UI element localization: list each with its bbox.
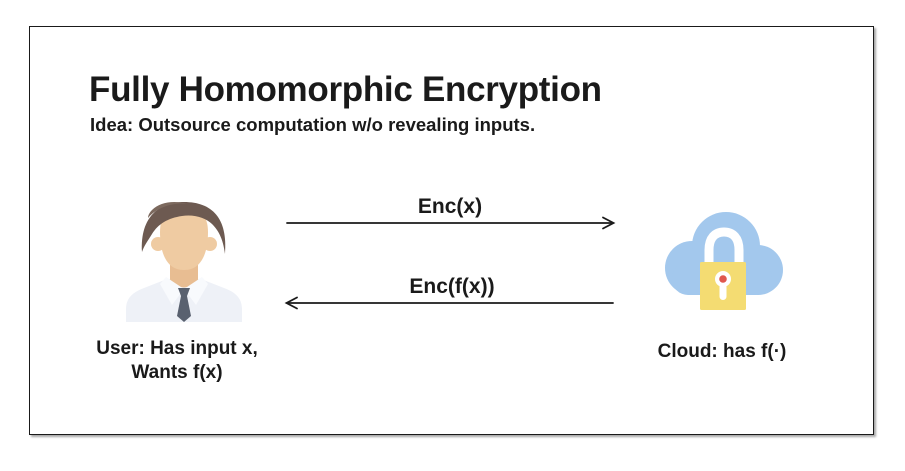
slide-title: Fully Homomorphic Encryption — [89, 70, 602, 109]
lock-icon — [700, 227, 746, 310]
slide-subtitle: Idea: Outsource computation w/o revealin… — [90, 114, 536, 135]
enc-x-label: Enc(x) — [417, 195, 483, 218]
user-caption-line1: User: Has input x, — [96, 338, 258, 359]
user-avatar-icon — [126, 202, 242, 322]
cloud-caption: Cloud: has f(·) — [657, 341, 787, 362]
user-caption: User: Has input x, Wants f(x) — [96, 337, 258, 385]
cloud-lock-icon — [665, 212, 783, 310]
enc-fx-label: Enc(f(x)) — [409, 275, 495, 298]
user-caption-line2: Wants f(x) — [131, 362, 223, 383]
